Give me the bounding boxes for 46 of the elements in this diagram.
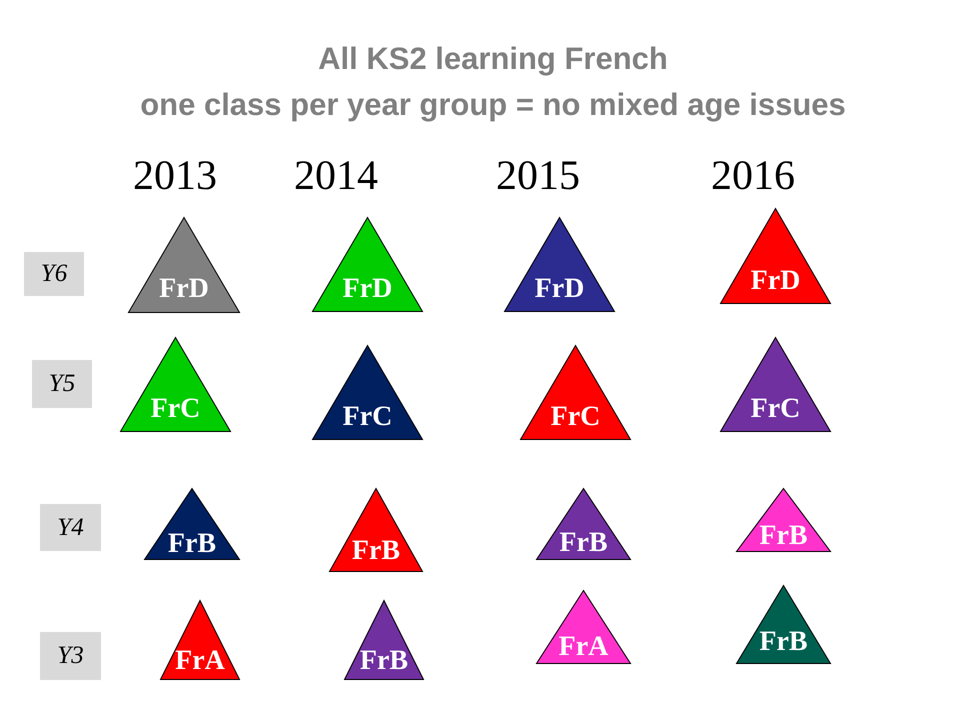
- triangle-shape: [120, 337, 231, 432]
- class-label: FrD: [750, 266, 800, 296]
- triangle-shape: [329, 488, 423, 572]
- class-label: FrB: [352, 536, 400, 566]
- class-label: FrC: [342, 402, 392, 432]
- triangle-shape: [536, 488, 631, 560]
- year-group-tag: [40, 504, 101, 551]
- class-label: FrB: [360, 646, 408, 676]
- year-group-tag: [40, 632, 101, 680]
- year-label: 2015: [496, 154, 580, 198]
- triangle-shape: [144, 488, 240, 560]
- triangle-shape: [128, 217, 240, 313]
- class-label: FrA: [175, 646, 225, 676]
- triangle-shape: [720, 337, 831, 432]
- class-label: FrC: [550, 402, 600, 432]
- subtitle: one class per year group = no mixed age issues: [140, 87, 846, 123]
- triangle-shape: [344, 600, 424, 680]
- class-label: FrA: [558, 632, 608, 662]
- year-label: 2014: [294, 154, 378, 198]
- triangle-shape: [312, 217, 423, 312]
- triangle-shape: [504, 217, 615, 312]
- year-group-label: Y4: [57, 514, 84, 542]
- class-label: FrB: [168, 529, 216, 559]
- class-label: FrB: [559, 528, 608, 558]
- class-label: FrD: [534, 274, 584, 304]
- year-label: 2016: [711, 154, 795, 198]
- class-label: FrC: [150, 394, 200, 424]
- triangle-shape: [160, 600, 240, 680]
- class-label: FrC: [750, 394, 800, 424]
- class-label: FrB: [759, 627, 808, 657]
- year-group-tag: [24, 252, 84, 296]
- year-group-label: Y3: [57, 642, 84, 670]
- triangle-shape: [312, 345, 423, 440]
- year-group-label: Y5: [48, 370, 76, 398]
- class-label: FrD: [159, 274, 209, 304]
- triangle-shape: [520, 345, 631, 440]
- triangle-shape: [736, 488, 831, 552]
- class-label: FrD: [342, 274, 392, 304]
- title: All KS2 learning French: [318, 41, 668, 77]
- year-group-label: Y6: [40, 260, 68, 288]
- year-label: 2013: [133, 154, 217, 198]
- year-group-tag: [32, 360, 92, 408]
- triangle-shape: [536, 590, 631, 664]
- triangle-shape: [720, 208, 831, 304]
- class-label: FrB: [759, 521, 808, 551]
- triangle-shape: [736, 585, 831, 664]
